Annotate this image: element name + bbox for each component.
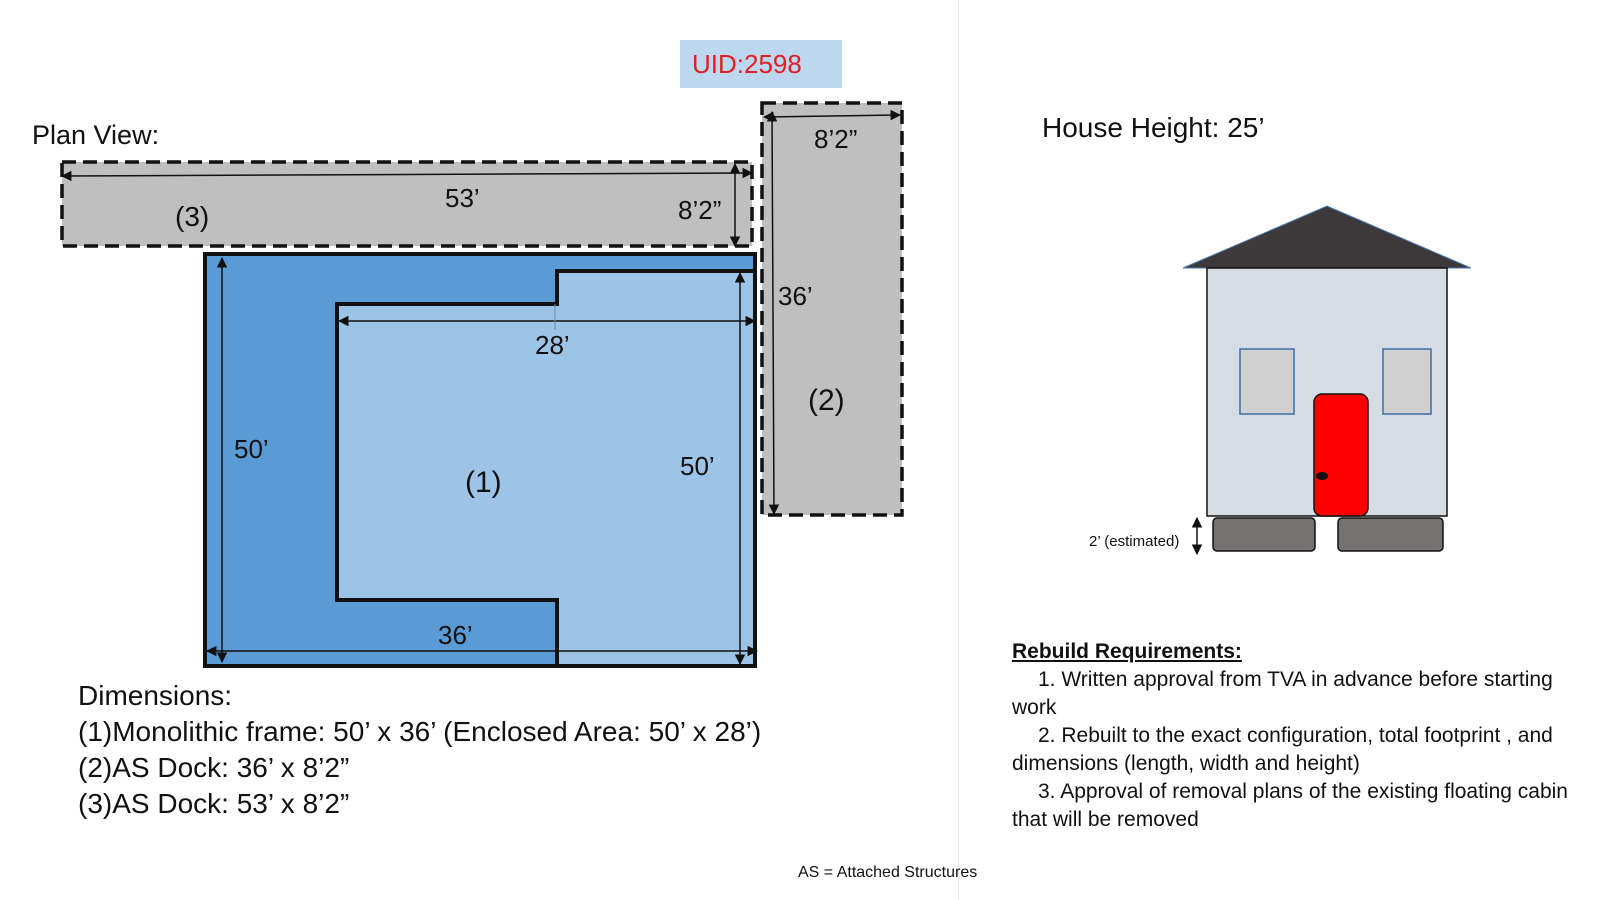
door-knob (1316, 472, 1328, 480)
frame-number: (1) (465, 466, 502, 499)
footnote: AS = Attached Structures (798, 864, 978, 881)
dimensions-line-frame: (1)Monolithic frame: 50’ x 36’ (Enclosed… (78, 716, 762, 747)
dock-3-number: (3) (175, 201, 209, 232)
dimensions-block: Dimensions: (1)Monolithic frame: 50’ x 3… (78, 678, 761, 822)
requirements-heading: Rebuild Requirements: (1012, 640, 1242, 663)
plan-view-title: Plan View: (32, 120, 160, 150)
dimensions-line-dock-2: (2)AS Dock: 36’ x 8’2” (78, 752, 350, 783)
requirement-item-2: 2. Rebuilt to the exact configuration, t… (1012, 724, 1553, 775)
frame-width-label: 36’ (438, 620, 473, 650)
house-window-right (1382, 348, 1432, 415)
dock-2-width-label: 8’2” (814, 124, 857, 154)
dock-2-length-label: 36’ (778, 281, 813, 311)
house-roof (1182, 205, 1472, 269)
requirement-item-3: 3. Approval of removal plans of the exis… (1012, 780, 1568, 831)
dock-2-shape (760, 101, 904, 517)
foundation-height-label: 2’ (estimated) (1089, 533, 1179, 550)
foundation-block-right (1337, 517, 1444, 552)
house-height-label: House Height: 25’ (1042, 112, 1265, 143)
dock-2-length-dimension (766, 110, 780, 516)
requirement-item-1: 1. Written approval from TVA in advance … (1012, 668, 1553, 719)
dock-2-number: (2) (808, 384, 845, 417)
house-door (1313, 393, 1369, 517)
rebuild-requirements: Rebuild Requirements: 1. Written approva… (1012, 638, 1582, 834)
frame-enclosed-area (335, 269, 757, 668)
dimensions-line-dock-3: (3)AS Dock: 53’ x 8’2” (78, 788, 350, 819)
foundation-block-left (1212, 517, 1316, 552)
uid-label: UID:2598 (680, 40, 842, 88)
house-window-left (1239, 348, 1295, 415)
dock-3-length-label: 53’ (445, 183, 480, 213)
dock-3-length-dimension (60, 167, 754, 182)
frame-left-length-label: 50’ (234, 434, 269, 464)
page-divider (958, 0, 959, 900)
dock-2-width-dimension (762, 109, 902, 123)
enclosed-width-label: 28’ (535, 330, 570, 360)
dock-3-width-label: 8’2” (678, 195, 721, 225)
frame-right-length-label: 50’ (680, 451, 715, 481)
dimensions-heading: Dimensions: (78, 680, 233, 711)
